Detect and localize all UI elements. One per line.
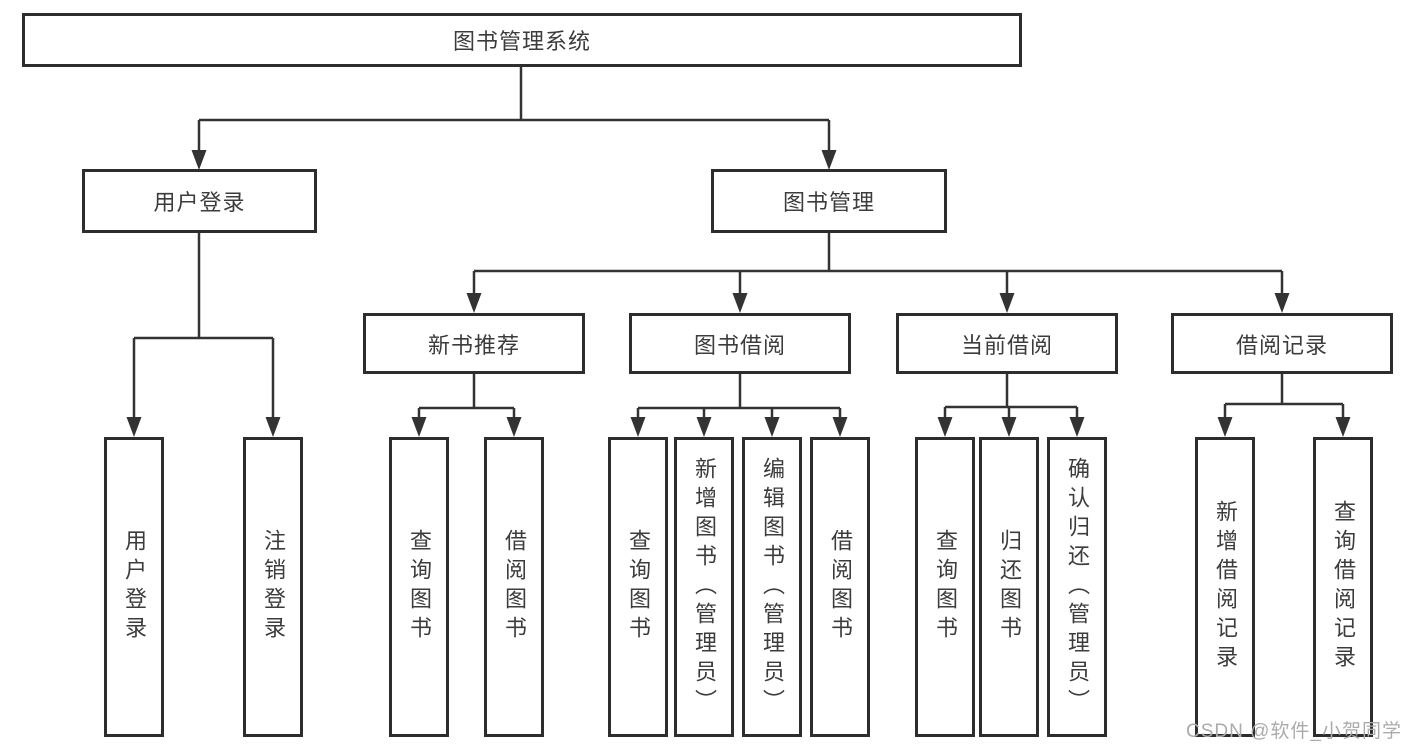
leaf-user-login: 用户登录 (104, 437, 164, 737)
leaf-label: 查询借阅记录 (1331, 500, 1356, 674)
leaf-confirm-return-admin: 确认归还（管理员） (1047, 437, 1107, 737)
arrow-down-icon (1001, 417, 1017, 437)
leaf-edit-books-admin: 编辑图书（管理员） (742, 437, 802, 737)
leaf-query-books-recommend: 查询图书 (389, 437, 449, 737)
connector-user-login-split (126, 233, 281, 437)
connector-root-split (191, 67, 837, 170)
node-library-management-system: 图书管理系统 (22, 13, 1022, 67)
node-current-borrow: 当前借阅 (896, 313, 1118, 374)
arrow-down-icon (466, 293, 482, 313)
leaf-add-borrow-record: 新增借阅记录 (1195, 437, 1255, 737)
leaf-label: 用户登录 (122, 529, 147, 645)
leaf-label: 查询图书 (933, 529, 958, 645)
leaf-label: 新增借阅记录 (1213, 500, 1238, 674)
leaf-query-books-current: 查询图书 (915, 437, 975, 737)
watermark: CSDN @软件_小贺同学 (1186, 721, 1402, 742)
arrow-down-icon (265, 417, 281, 437)
arrow-down-icon (937, 417, 953, 437)
node-user-login: 用户登录 (82, 169, 317, 233)
leaf-label: 查询图书 (407, 529, 432, 645)
connector-book-borrow-split (630, 374, 848, 437)
arrow-down-icon (1217, 417, 1233, 437)
arrow-down-icon (696, 417, 712, 437)
arrow-down-icon (1069, 417, 1085, 437)
leaf-borrow-books-recommend: 借阅图书 (484, 437, 544, 737)
arrow-down-icon (126, 417, 142, 437)
leaf-add-books-admin: 新增图书（管理员） (674, 437, 734, 737)
connector-borrow-record-split (1217, 374, 1351, 437)
leaf-return-books: 归还图书 (979, 437, 1039, 737)
leaf-label: 归还图书 (997, 529, 1022, 645)
arrow-down-icon (764, 417, 780, 437)
arrow-down-icon (191, 150, 207, 170)
leaf-label: 借阅图书 (828, 529, 853, 645)
arrow-down-icon (821, 150, 837, 170)
leaf-logout: 注销登录 (243, 437, 303, 737)
node-book-borrow: 图书借阅 (629, 313, 851, 374)
leaf-query-borrow-record: 查询借阅记录 (1313, 437, 1373, 737)
leaf-label: 确认归还（管理员） (1065, 456, 1090, 718)
leaf-label: 编辑图书（管理员） (760, 456, 785, 718)
leaf-query-books-borrow: 查询图书 (608, 437, 668, 737)
connector-current-borrow-split (937, 374, 1085, 437)
leaf-label: 注销登录 (261, 529, 286, 645)
arrow-down-icon (506, 417, 522, 437)
arrow-down-icon (411, 417, 427, 437)
arrow-down-icon (732, 293, 748, 313)
arrow-down-icon (1335, 417, 1351, 437)
connector-book-management-split (466, 233, 1290, 313)
leaf-borrow-books: 借阅图书 (810, 437, 870, 737)
arrow-down-icon (832, 417, 848, 437)
connector-new-book-split (411, 374, 522, 437)
leaf-label: 借阅图书 (502, 529, 527, 645)
arrow-down-icon (1274, 293, 1290, 313)
arrow-down-icon (630, 417, 646, 437)
leaf-label: 新增图书（管理员） (692, 456, 717, 718)
node-borrow-record: 借阅记录 (1171, 313, 1393, 374)
node-book-management: 图书管理 (711, 169, 947, 233)
leaf-label: 查询图书 (626, 529, 651, 645)
node-new-book-recommend: 新书推荐 (363, 313, 585, 374)
arrow-down-icon (999, 293, 1015, 313)
